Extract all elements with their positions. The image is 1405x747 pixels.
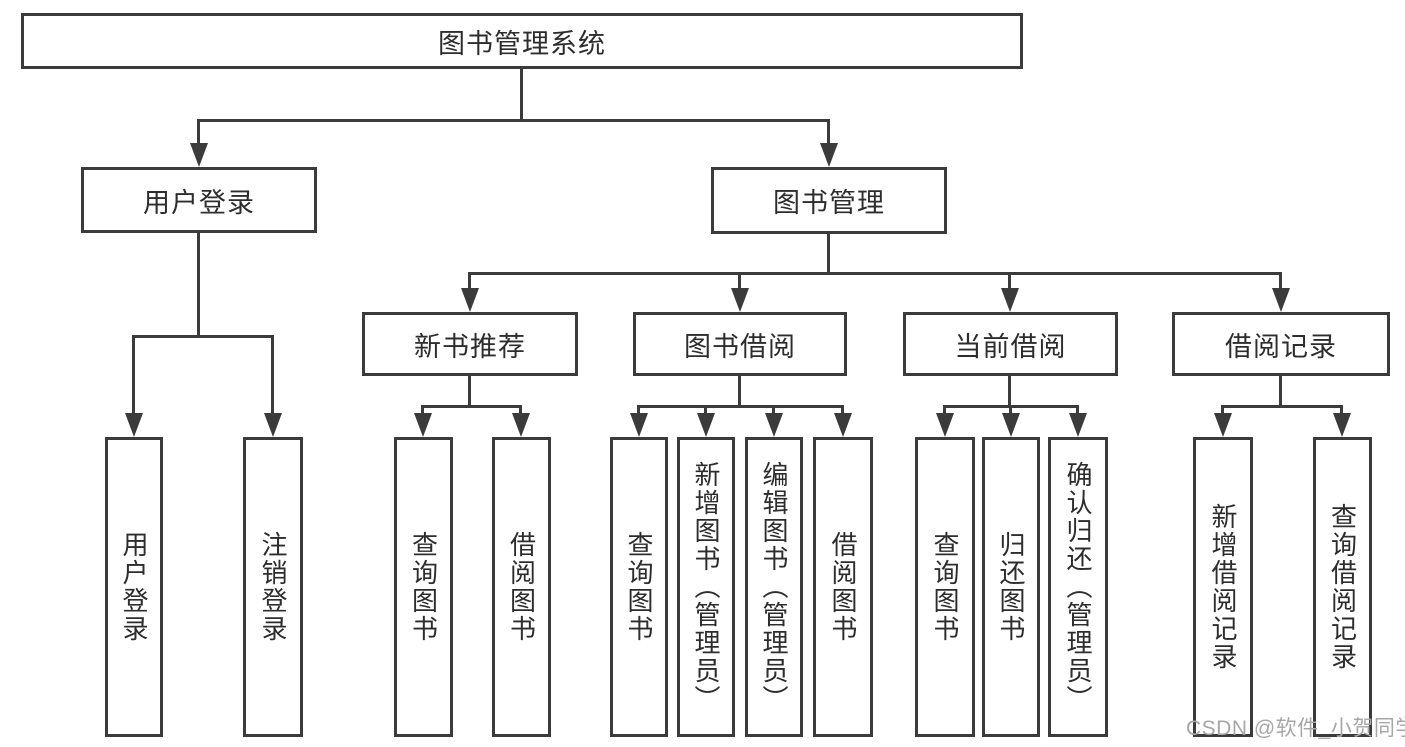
connector-line <box>421 405 424 416</box>
connector-line <box>637 405 844 408</box>
connector-line <box>520 69 523 122</box>
connector-line <box>519 405 522 416</box>
node-label: 查询借阅记录 <box>1327 503 1358 671</box>
connector-line <box>468 376 471 408</box>
node-book-management: 图书管理 <box>711 167 947 234</box>
leaf-records-add-record: 新增借阅记录 <box>1193 437 1253 737</box>
node-label: 图书借阅 <box>684 331 796 362</box>
arrowhead-down-icon <box>125 413 143 437</box>
arrowhead-down-icon <box>1002 413 1020 437</box>
arrowhead-down-icon <box>936 413 954 437</box>
leaf-borrow-query-book: 查询图书 <box>610 437 668 737</box>
connector-line <box>468 272 1282 275</box>
leaf-logout-login: 注销登录 <box>243 437 303 737</box>
connector-line <box>271 335 274 416</box>
connector-line <box>1279 376 1282 408</box>
connector-line <box>1076 405 1079 416</box>
node-label: 查询图书 <box>930 531 960 643</box>
node-label: 查询图书 <box>624 531 654 643</box>
leaf-current-return-book: 归还图书 <box>982 437 1040 737</box>
connector-line <box>943 405 946 416</box>
connector-line <box>132 335 135 416</box>
node-label: 借阅记录 <box>1225 331 1337 362</box>
arrowhead-down-icon <box>834 413 852 437</box>
arrowhead-down-icon <box>414 413 432 437</box>
arrowhead-down-icon <box>1214 413 1232 437</box>
leaf-borrow-add-book-admin: 新增图书（管理员） <box>677 437 735 737</box>
connector-line <box>197 232 200 338</box>
leaf-current-confirm-return-admin: 确认归还（管理员） <box>1048 437 1108 737</box>
connector-line <box>132 335 274 338</box>
connector-line <box>468 272 471 291</box>
node-new-book-recommend: 新书推荐 <box>362 312 578 376</box>
arrowhead-down-icon <box>697 413 715 437</box>
node-label: 编辑图书（管理员） <box>759 461 789 713</box>
node-label: 新书推荐 <box>414 331 526 362</box>
node-label: 新增图书（管理员） <box>691 461 721 713</box>
connector-line <box>772 405 775 416</box>
connector-line <box>637 405 640 416</box>
leaf-newbook-borrow-book: 借阅图书 <box>492 437 551 737</box>
connector-line <box>421 405 522 408</box>
connector-line <box>738 272 741 291</box>
node-label: 用户登录 <box>119 531 149 643</box>
connector-line <box>738 376 741 408</box>
node-label: 注销登录 <box>258 531 288 643</box>
leaf-user-login: 用户登录 <box>105 437 163 737</box>
connector-line <box>1340 405 1343 416</box>
leaf-borrow-borrow-book: 借阅图书 <box>813 437 873 737</box>
arrowhead-down-icon <box>264 413 282 437</box>
node-label: 归还图书 <box>996 531 1026 643</box>
arrowhead-down-icon <box>630 413 648 437</box>
node-current-borrow: 当前借阅 <box>903 312 1118 376</box>
node-label: 新增借阅记录 <box>1208 503 1238 671</box>
node-label: 借阅图书 <box>828 531 858 643</box>
arrowhead-down-icon <box>1001 288 1019 312</box>
node-user-login: 用户登录 <box>81 167 317 233</box>
node-label: 图书管理 <box>773 188 885 218</box>
connector-line <box>1008 376 1011 408</box>
node-label: 图书管理系统 <box>438 28 606 59</box>
csdn-watermark: CSDN @软件_小贺同学 <box>1186 717 1405 740</box>
node-root-library-system: 图书管理系统 <box>21 13 1023 69</box>
arrowhead-down-icon <box>820 143 838 167</box>
node-book-borrow: 图书借阅 <box>633 312 847 376</box>
arrowhead-down-icon <box>765 413 783 437</box>
connector-line <box>1221 405 1343 408</box>
leaf-current-query-book: 查询图书 <box>915 437 975 737</box>
connector-line <box>827 234 830 275</box>
connector-line <box>197 119 200 146</box>
leaf-newbook-query-book: 查询图书 <box>394 437 453 737</box>
arrowhead-down-icon <box>731 288 749 312</box>
node-label: 借阅图书 <box>506 531 537 643</box>
node-label: 确认归还（管理员） <box>1063 461 1093 713</box>
leaf-borrow-edit-book-admin: 编辑图书（管理员） <box>745 437 803 737</box>
node-label: 当前借阅 <box>954 331 1067 362</box>
arrowhead-down-icon <box>1069 413 1087 437</box>
connector-line <box>827 119 830 146</box>
connector-line <box>1221 405 1224 416</box>
connector-line <box>1009 405 1012 416</box>
node-label: 用户登录 <box>143 187 255 218</box>
node-label: 查询图书 <box>408 531 439 643</box>
arrowhead-down-icon <box>1272 288 1290 312</box>
connector-line <box>841 405 844 416</box>
arrowhead-down-icon <box>1333 413 1351 437</box>
arrowhead-down-icon <box>512 413 530 437</box>
connector-line <box>1279 272 1282 291</box>
leaf-records-query-record: 查询借阅记录 <box>1313 437 1372 737</box>
arrowhead-down-icon <box>461 288 479 312</box>
connector-line <box>197 119 830 122</box>
connector-line <box>1008 272 1011 291</box>
arrowhead-down-icon <box>190 143 208 167</box>
node-borrow-records: 借阅记录 <box>1172 312 1390 376</box>
connector-line <box>704 405 707 416</box>
